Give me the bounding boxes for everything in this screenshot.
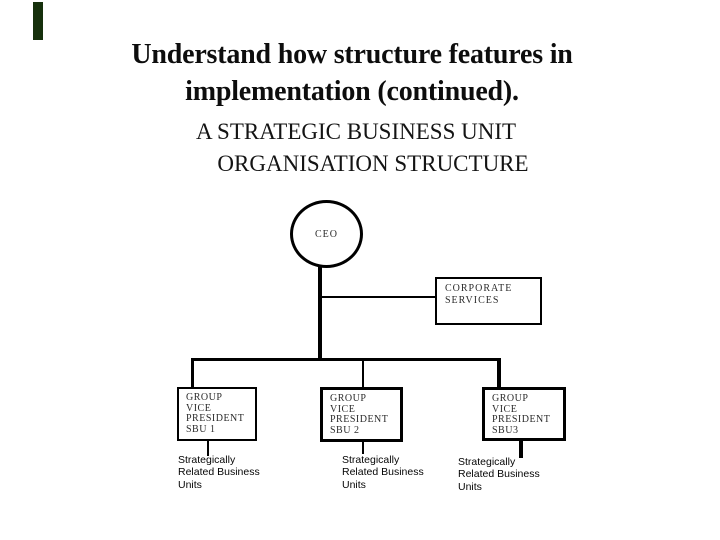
subtitle-line-1: A STRATEGIC BUSINESS UNIT [195,119,517,144]
sbu2-line2: VICE [330,403,356,415]
sbu2-node: GROUP VICE PRESIDENT SBU 2 [320,387,403,442]
sbu1-line3: PRESIDENT [186,413,245,425]
sbu2-related-units-label: Strategically Related Business Units [342,454,424,491]
connector-drop-sbu2 [362,360,364,388]
corporate-services-line1: CORPORATE [445,283,513,294]
sbu3-line3: PRESIDENT [492,414,551,426]
connector-ceo-vertical [318,266,322,360]
sbu1-line1: GROUP [186,392,223,403]
sbu3-related-units-label: Strategically Related Business Units [458,456,540,493]
sbu3-units-line1: Strategically [458,456,516,468]
subtitle-line-2: ORGANISATION STRUCTURE [217,151,529,176]
title-line-1: Understand how structure features in [131,39,573,70]
sbu3-line2: VICE [492,403,518,415]
sbu1-units-line2: Related Business [178,466,260,479]
sbu3-line1: GROUP [492,393,529,404]
ceo-node: CEO [290,200,363,268]
sbu2-line3: PRESIDENT [330,414,389,426]
sbu1-units-line1: Strategically [178,454,236,466]
connector-sbu1-units [207,440,209,456]
connector-sbu2-units [362,441,364,454]
title-line-2: implementation (continued). [185,76,519,107]
connector-main-horizontal [191,358,501,361]
connector-drop-sbu3 [497,358,501,388]
sbu1-line4: SBU 1 [186,424,216,436]
slide-accent-bar [33,2,43,40]
sbu2-line1: GROUP [330,393,367,404]
sbu2-units-line2: Related Business [342,466,424,479]
sbu3-node: GROUP VICE PRESIDENT SBU3 [482,387,566,441]
sbu2-units-line1: Strategically [342,454,400,466]
connector-drop-sbu1 [191,358,194,388]
connector-corporate-services [320,296,435,298]
sbu2-units-line3: Units [342,478,366,491]
sbu3-units-line3: Units [458,480,482,493]
sbu1-related-units-label: Strategically Related Business Units [178,454,260,491]
ceo-label: CEO [315,228,338,240]
connector-sbu3-units [519,440,523,458]
sbu1-node: GROUP VICE PRESIDENT SBU 1 [177,387,257,441]
slide-subtitle: A STRATEGIC BUSINESS UNIT ORGANISATION S… [0,116,712,180]
sbu1-line2: VICE [186,402,212,414]
sbu1-units-line3: Units [178,478,202,491]
sbu3-line4: SBU3 [492,425,519,437]
sbu3-units-line2: Related Business [458,468,540,481]
corporate-services-node: CORPORATE SERVICES [435,277,542,325]
slide-title: Understand how structure features in imp… [0,36,704,110]
sbu2-line4: SBU 2 [330,425,360,437]
corporate-services-line2: SERVICES [445,294,500,306]
